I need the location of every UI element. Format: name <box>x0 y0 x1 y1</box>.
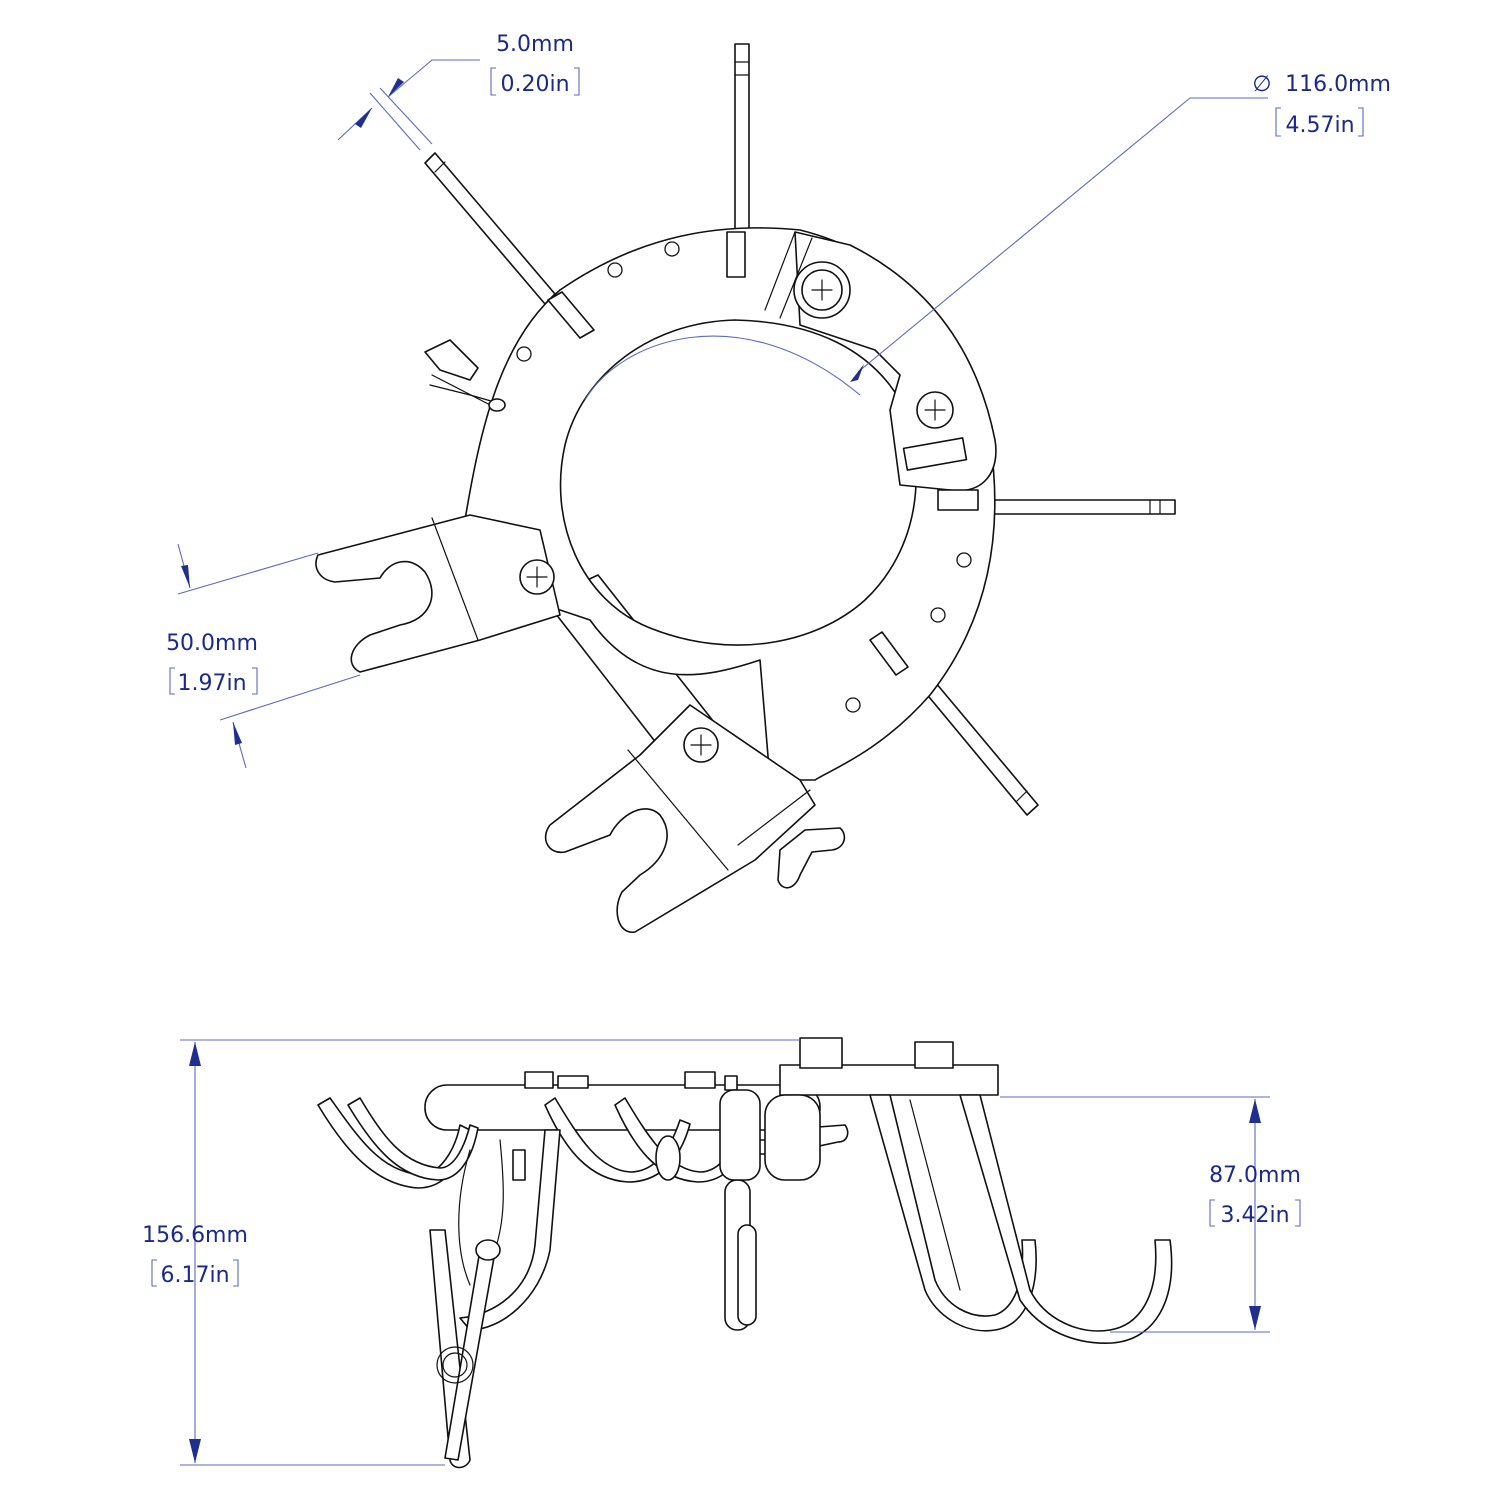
side-left-hooks <box>317 1097 479 1189</box>
screws-top <box>519 261 954 763</box>
clip-left <box>424 339 506 412</box>
ring-holes <box>516 241 972 713</box>
dim-hook-depth-in: 3.42in <box>1220 1203 1289 1228</box>
dim-diameter-in: 4.57in <box>1285 113 1354 138</box>
side-spring-clip <box>429 1229 501 1469</box>
screw-icon <box>793 261 851 319</box>
dim-fork-width: 50.0mm 1.97in <box>166 543 361 769</box>
dim-total-height-in: 6.17in <box>160 1263 229 1288</box>
dim-hook-depth-mm: 87.0mm <box>1209 1163 1301 1188</box>
dim-total-height-mm: 156.6mm <box>142 1223 248 1248</box>
side-view <box>317 1037 1173 1469</box>
dim-rod-thickness-in: 0.20in <box>500 72 569 97</box>
thumb-screw-lower <box>777 827 846 889</box>
dim-rod-thickness-mm: 5.0mm <box>496 32 574 57</box>
side-long-hook <box>458 1129 561 1331</box>
dimension-annotations: 5.0mm 0.20in ∅ 116.0mm 4.57in 50.0mm 1.9… <box>142 32 1391 1466</box>
dim-rod-thickness: 5.0mm 0.20in <box>337 32 580 151</box>
side-right-hooks <box>869 1094 1173 1344</box>
dim-fork-width-mm: 50.0mm <box>166 631 258 656</box>
rod-top <box>734 43 750 235</box>
side-plate <box>424 1037 999 1131</box>
side-hanging-tab <box>724 1179 757 1331</box>
dim-hook-depth: 87.0mm 3.42in <box>1000 1096 1301 1333</box>
dim-fork-width-in: 1.97in <box>177 671 246 696</box>
dim-ring-diameter: ∅ 116.0mm 4.57in <box>584 72 1391 401</box>
rod-right <box>974 499 1176 515</box>
dim-total-height: 156.6mm 6.17in <box>142 1039 800 1466</box>
rod-upper-left <box>424 152 556 305</box>
screw-icon <box>519 559 555 595</box>
screw-icon <box>916 391 954 429</box>
screw-icon <box>683 727 719 763</box>
side-thumb-screw <box>719 1089 849 1181</box>
upper-left-fork <box>315 514 561 673</box>
top-view <box>315 43 1176 933</box>
radial-rods <box>424 43 1176 816</box>
lower-fork <box>544 704 816 933</box>
dim-diameter-mm: 116.0mm <box>1285 72 1391 97</box>
rod-clamps <box>547 231 979 676</box>
dim-diameter-symbol: ∅ <box>1252 72 1271 97</box>
